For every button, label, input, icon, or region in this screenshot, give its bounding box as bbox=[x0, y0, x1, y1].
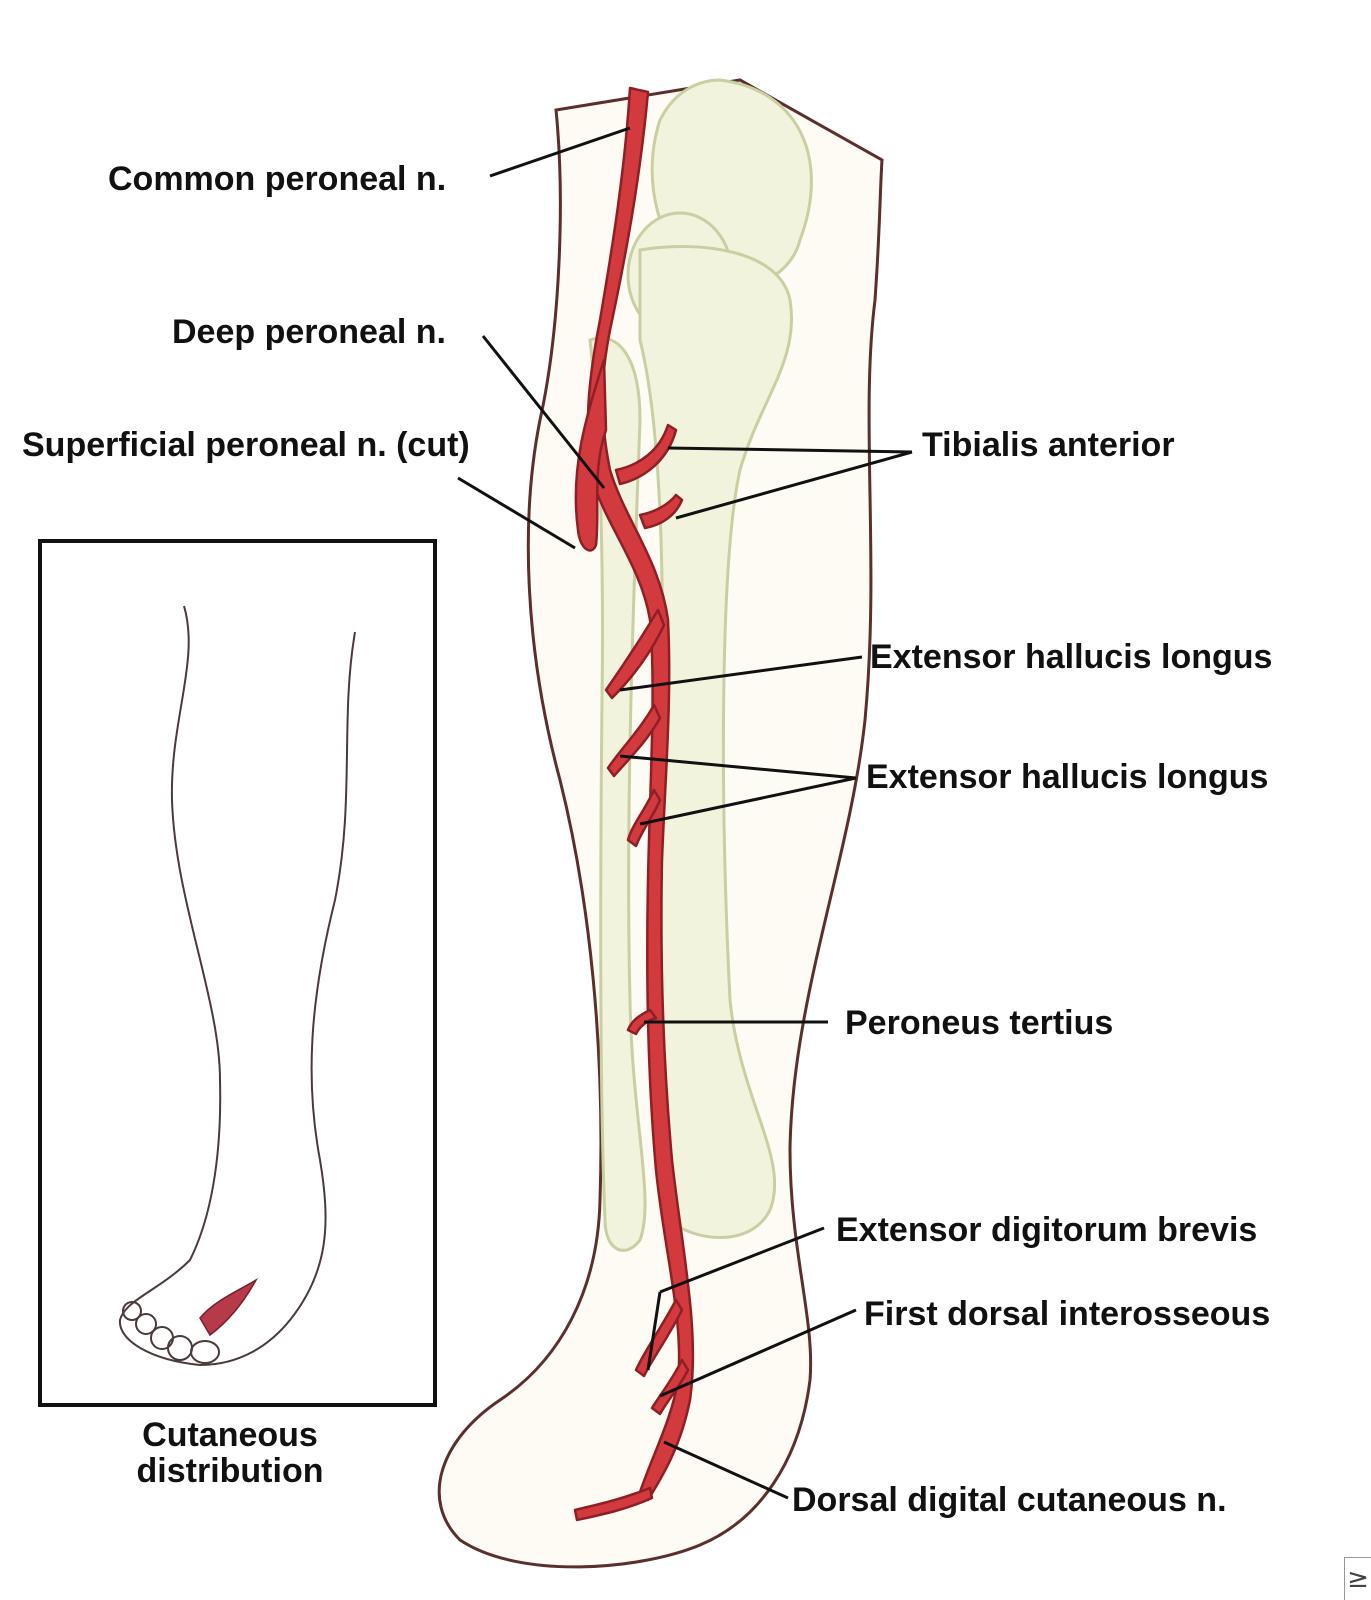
label-peroneus-tertius: Peroneus tertius bbox=[845, 1004, 1114, 1042]
inset-caption-line1: Cutaneous bbox=[142, 1416, 318, 1454]
deep-peroneal-nerve bbox=[573, 86, 695, 1522]
inset-box bbox=[38, 539, 437, 1407]
label-extensor-hallucis-longus-2: Extensor hallucis longus bbox=[866, 758, 1269, 796]
label-extensor-hallucis-longus-1: Extensor hallucis longus bbox=[870, 638, 1273, 676]
label-first-dorsal-interosseous: First dorsal interosseous bbox=[864, 1295, 1271, 1333]
label-deep-peroneal: Deep peroneal n. bbox=[172, 313, 446, 351]
label-superficial-peroneal: Superficial peroneal n. (cut) bbox=[22, 426, 470, 464]
label-dorsal-digital-cutaneous: Dorsal digital cutaneous n. bbox=[792, 1481, 1227, 1519]
corner-logo-icon: ≥ bbox=[1344, 1557, 1371, 1600]
label-common-peroneal: Common peroneal n. bbox=[108, 160, 447, 198]
inset-leg-outline bbox=[118, 605, 356, 1367]
leader-lines bbox=[457, 126, 913, 1500]
label-extensor-digitorum-brevis: Extensor digitorum brevis bbox=[836, 1211, 1258, 1249]
bones bbox=[588, 78, 813, 1252]
inset-caption-line2: distribution bbox=[136, 1451, 324, 1490]
inset-caption: Cutaneous distribution bbox=[80, 1416, 380, 1490]
inset-cutaneous-area bbox=[199, 1277, 259, 1337]
label-tibialis-anterior: Tibialis anterior bbox=[922, 426, 1175, 464]
